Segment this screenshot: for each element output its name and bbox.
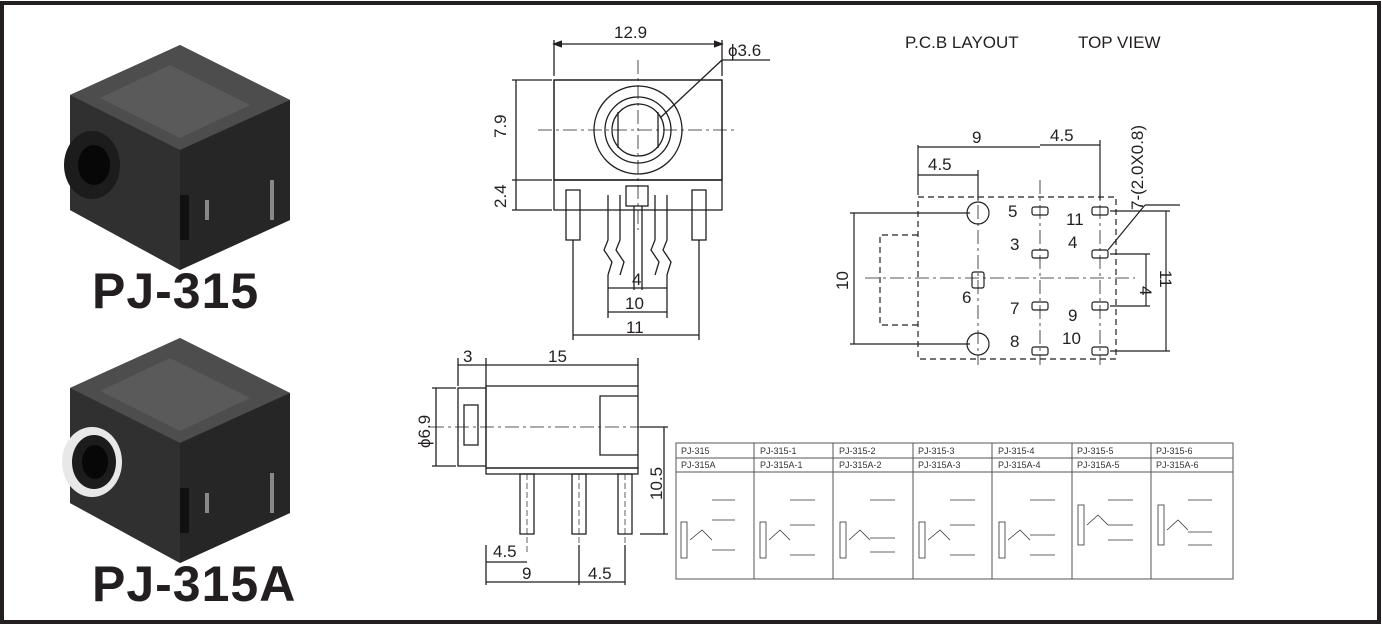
pcb-dim-4-5-top: 4.5 bbox=[1050, 126, 1074, 145]
pcb-layout-drawing bbox=[850, 140, 1180, 365]
front-view-drawing bbox=[512, 40, 770, 340]
table-r2-c1: PJ-315A bbox=[681, 460, 716, 470]
table-r2-c5: PJ-315A-4 bbox=[998, 460, 1041, 470]
dim-body-height: 7.9 bbox=[491, 114, 510, 138]
pcb-layout-title: P.C.B LAYOUT bbox=[905, 33, 1019, 52]
pcb-height-10: 10 bbox=[833, 271, 852, 290]
pcb-pin-9: 9 bbox=[1068, 306, 1077, 325]
table-r2-c7: PJ-315A-6 bbox=[1156, 460, 1199, 470]
dim-width-12-9: 12.9 bbox=[614, 23, 647, 42]
table-r2-c3: PJ-315A-2 bbox=[839, 460, 882, 470]
top-view-title: TOP VIEW bbox=[1078, 33, 1161, 52]
pcb-pin-10: 10 bbox=[1062, 329, 1081, 348]
side-view-drawing bbox=[430, 358, 668, 585]
model-table bbox=[675, 442, 1234, 580]
side-dim-9: 9 bbox=[522, 564, 531, 583]
side-dim-15: 15 bbox=[548, 347, 567, 366]
dim-pin-span-11: 11 bbox=[626, 318, 644, 337]
side-dim-4-5-a: 4.5 bbox=[493, 542, 517, 561]
table-r1-c6: PJ-315-5 bbox=[1077, 446, 1114, 456]
product-name-pj315a: PJ-315A bbox=[92, 556, 297, 612]
side-height: 10.5 bbox=[647, 467, 666, 500]
pcb-slot-spec: 7-(2.0X0.8) bbox=[1128, 125, 1147, 210]
pcb-dim-4-5-left: 4.5 bbox=[928, 155, 952, 174]
table-r1-c7: PJ-315-6 bbox=[1156, 446, 1193, 456]
table-r1-c5: PJ-315-4 bbox=[998, 446, 1035, 456]
table-r1-c4: PJ-315-3 bbox=[918, 446, 955, 456]
dim-hole-dia: ϕ3.6 bbox=[728, 41, 761, 60]
product-photo-pj315 bbox=[64, 45, 290, 270]
model-table-schematics bbox=[680, 499, 1212, 559]
table-r1-c2: PJ-315-1 bbox=[760, 446, 797, 456]
product-name-pj315: PJ-315 bbox=[92, 263, 260, 319]
side-dim-3: 3 bbox=[463, 347, 472, 366]
table-r2-c4: PJ-315A-3 bbox=[918, 460, 961, 470]
dim-pin-gap-4: 4 bbox=[632, 270, 641, 289]
product-photo-pj315a bbox=[62, 338, 290, 563]
pcb-pin-6: 6 bbox=[962, 288, 971, 307]
pcb-dim-4-right: 4 bbox=[1136, 286, 1155, 295]
pcb-pin-4: 4 bbox=[1068, 233, 1077, 252]
pcb-pin-7: 7 bbox=[1010, 299, 1019, 318]
side-dim-4-5-b: 4.5 bbox=[588, 564, 612, 583]
pcb-pin-11: 11 bbox=[1066, 210, 1084, 229]
table-r1-c1: PJ-315 bbox=[681, 446, 710, 456]
pcb-pin-3: 3 bbox=[1010, 235, 1019, 254]
table-r2-c2: PJ-315A-1 bbox=[760, 460, 803, 470]
pcb-dim-11-right: 11 bbox=[1156, 270, 1175, 288]
dim-pin-span-10: 10 bbox=[625, 294, 644, 313]
table-r1-c3: PJ-315-2 bbox=[839, 446, 876, 456]
table-r2-c6: PJ-315A-5 bbox=[1077, 460, 1120, 470]
pcb-dim-9: 9 bbox=[972, 128, 981, 147]
dim-pin-length: 2.4 bbox=[491, 184, 510, 208]
side-dia: ϕ6.9 bbox=[415, 415, 434, 448]
pcb-pin-5: 5 bbox=[1008, 202, 1017, 221]
pcb-pin-8: 8 bbox=[1010, 332, 1019, 351]
